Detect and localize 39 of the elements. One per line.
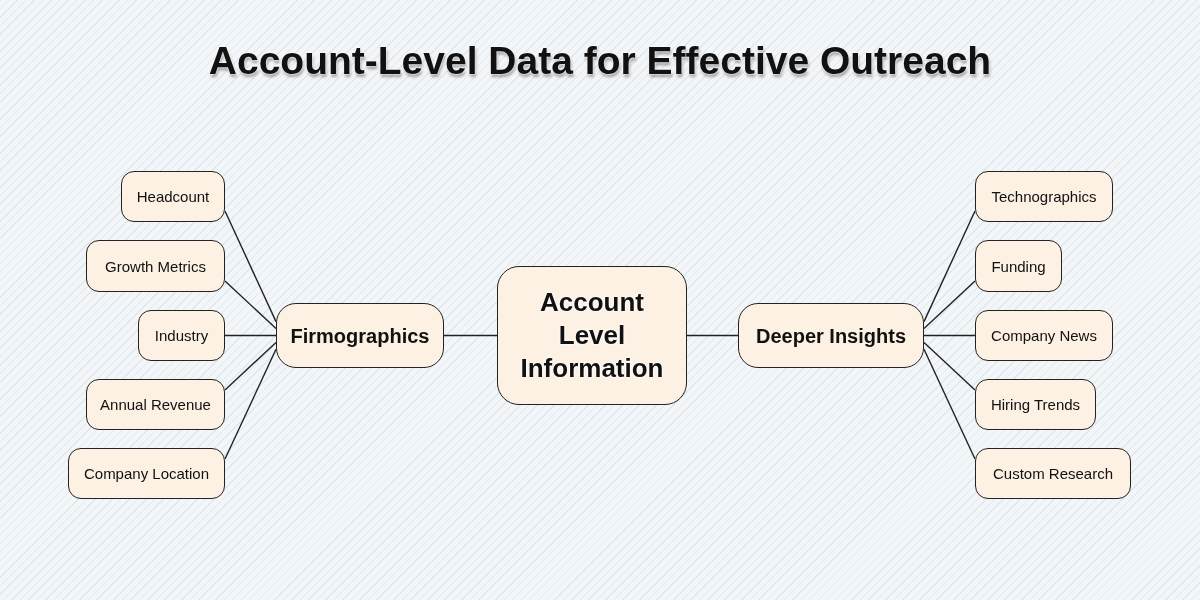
connector-line xyxy=(923,341,976,391)
item-box xyxy=(975,310,1113,361)
node-label: Annual Revenue xyxy=(100,395,211,414)
connector-line xyxy=(224,280,277,330)
item-box xyxy=(121,171,225,222)
item-box xyxy=(138,310,225,361)
category-box xyxy=(738,303,924,368)
item-box xyxy=(86,379,225,430)
category-box xyxy=(276,303,444,368)
node-label: Growth Metrics xyxy=(105,256,206,276)
node-label: Industry xyxy=(154,326,209,345)
connector-line xyxy=(224,341,277,391)
connector-line xyxy=(224,334,277,337)
connector-line xyxy=(443,334,498,337)
node-label: Company News xyxy=(991,326,1097,345)
diagram-title: Account-Level Data for Effective Outreach xyxy=(208,39,992,82)
item-box xyxy=(68,448,225,499)
item-box xyxy=(975,379,1096,430)
item-box xyxy=(86,240,225,292)
connector-line xyxy=(923,334,976,337)
node-label: Deeper Insights xyxy=(755,323,906,348)
connector-line xyxy=(224,210,277,323)
connector-line xyxy=(224,348,277,460)
node-label: Headcount xyxy=(136,187,210,206)
node-label: Custom Research xyxy=(992,464,1113,483)
connector-line xyxy=(923,280,976,330)
connector-line xyxy=(923,348,976,460)
connector-line xyxy=(686,334,739,337)
node-label: Account Level Information xyxy=(519,286,665,385)
node-label: Funding xyxy=(991,256,1046,276)
connector-line xyxy=(923,210,976,323)
item-box xyxy=(975,171,1113,222)
item-box xyxy=(975,240,1062,292)
node-label: Technographics xyxy=(991,187,1097,206)
node-label: Firmographics xyxy=(290,323,430,348)
node-label: Hiring Trends xyxy=(990,395,1081,414)
item-box xyxy=(975,448,1131,499)
central-topic-box xyxy=(497,266,687,405)
node-label: Company Location xyxy=(83,464,210,483)
